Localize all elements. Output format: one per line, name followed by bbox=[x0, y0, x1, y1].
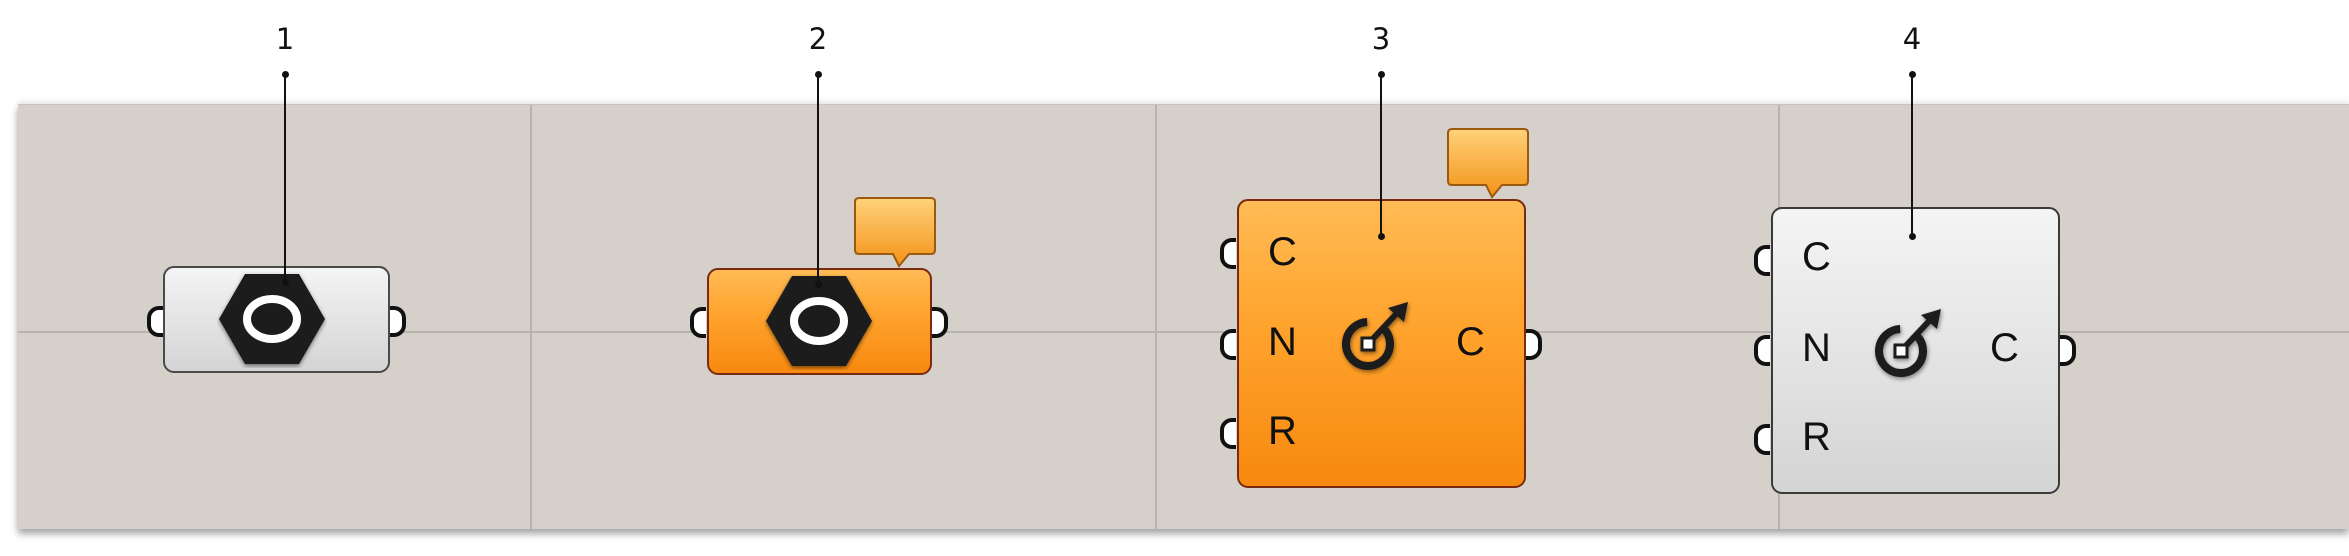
leader-line-2 bbox=[817, 74, 819, 284]
circle-target-icon bbox=[1875, 309, 1941, 377]
callout-number-2: 2 bbox=[808, 22, 828, 56]
output-grip[interactable] bbox=[932, 307, 948, 338]
leader-dot-1 bbox=[282, 279, 289, 286]
input-label-c: C bbox=[1802, 235, 1831, 279]
callout-number-3: 3 bbox=[1371, 22, 1391, 56]
input-grip-r[interactable] bbox=[1220, 418, 1236, 449]
orange-message-bubble-icon[interactable] bbox=[1446, 127, 1530, 205]
circle-component-grey[interactable] bbox=[1771, 207, 2060, 494]
callout-number-1: 1 bbox=[275, 22, 295, 56]
output-grip-c[interactable] bbox=[2060, 335, 2076, 366]
input-label-n: N bbox=[1802, 326, 1831, 370]
leader-line-4 bbox=[1911, 74, 1913, 236]
leader-dot-4 bbox=[1909, 71, 1916, 78]
output-grip-c[interactable] bbox=[1526, 329, 1542, 360]
leader-dot-3 bbox=[1378, 71, 1385, 78]
leader-dot-2 bbox=[815, 71, 822, 78]
input-grip-r[interactable] bbox=[1754, 424, 1770, 455]
leader-dot-1 bbox=[282, 71, 289, 78]
leader-line-1 bbox=[284, 74, 286, 282]
callout-number-4: 4 bbox=[1902, 22, 1922, 56]
input-label-r: R bbox=[1268, 409, 1297, 453]
input-grip-n[interactable] bbox=[1220, 329, 1236, 360]
input-label-n: N bbox=[1268, 320, 1297, 364]
grid-line bbox=[1155, 105, 1157, 529]
input-grip[interactable] bbox=[690, 307, 706, 338]
input-grip[interactable] bbox=[147, 306, 163, 337]
output-label-c: C bbox=[1456, 320, 1485, 364]
leader-line-3 bbox=[1380, 74, 1382, 236]
leader-dot-4 bbox=[1909, 233, 1916, 240]
leader-dot-3 bbox=[1378, 233, 1385, 240]
input-label-r: R bbox=[1802, 415, 1831, 459]
input-grip-c[interactable] bbox=[1220, 238, 1236, 269]
input-label-c: C bbox=[1268, 230, 1297, 274]
grid-line bbox=[18, 331, 2349, 333]
hex-nut-icon bbox=[219, 274, 325, 364]
leader-dot-2 bbox=[815, 281, 822, 288]
output-label-c: C bbox=[1990, 326, 2019, 370]
grid-line bbox=[530, 105, 532, 529]
orange-message-bubble-icon[interactable] bbox=[853, 196, 937, 274]
hex-nut-icon bbox=[766, 276, 872, 366]
input-grip-c[interactable] bbox=[1754, 245, 1770, 276]
output-grip[interactable] bbox=[390, 306, 406, 337]
input-grip-n[interactable] bbox=[1754, 335, 1770, 366]
circle-target-icon bbox=[1342, 302, 1408, 370]
